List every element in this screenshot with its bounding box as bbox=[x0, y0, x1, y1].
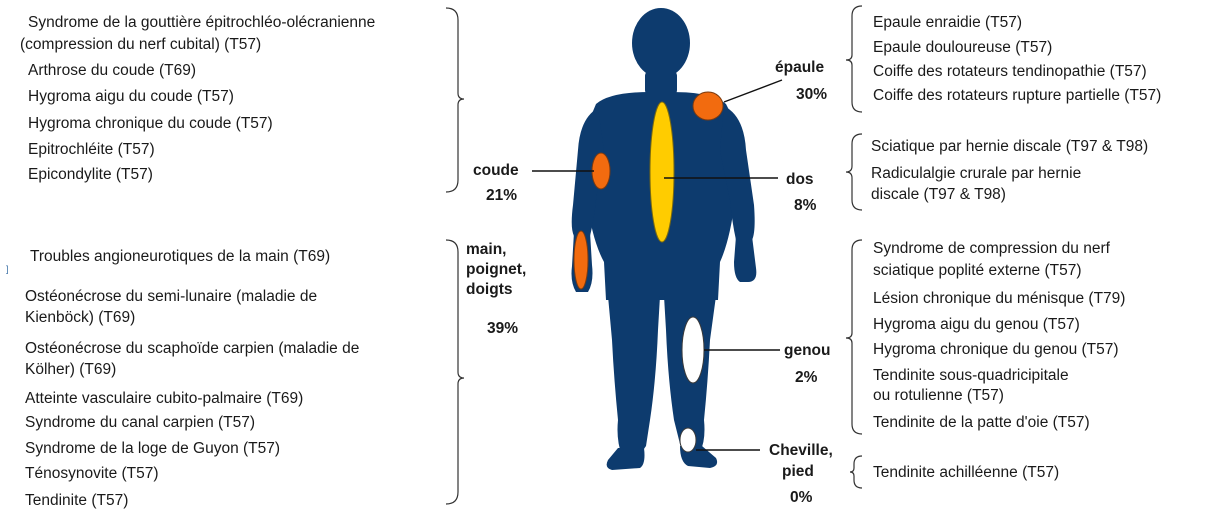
dos-percentage: 8% bbox=[794, 197, 816, 215]
dos-item: Sciatique par hernie discale (T97 & T98) bbox=[871, 137, 1148, 156]
cheville-label-line: pied bbox=[782, 462, 814, 482]
hand-marker bbox=[574, 231, 588, 289]
coude-item: Epitrochléite (T57) bbox=[28, 140, 155, 159]
shoulder-marker bbox=[693, 92, 723, 120]
coude-item: Epicondylite (T57) bbox=[28, 165, 153, 184]
genou-item: Tendinite sous-quadricipitale bbox=[873, 366, 1069, 385]
main-item: Ténosynovite (T57) bbox=[25, 464, 159, 483]
main-label-line: main, bbox=[466, 240, 506, 260]
main-item: Syndrome du canal carpien (T57) bbox=[25, 413, 255, 432]
main-label-line: doigts bbox=[466, 280, 513, 300]
margin-bracket-icon: ] bbox=[6, 264, 9, 274]
epaule-label: épaule bbox=[775, 58, 824, 78]
genou-label: genou bbox=[784, 341, 831, 361]
main-percentage: 39% bbox=[487, 320, 518, 338]
main-item: Kienböck) (T69) bbox=[25, 308, 135, 327]
cheville-label-line: Cheville, bbox=[769, 441, 833, 461]
ankle-marker bbox=[680, 428, 696, 452]
epaule-percentage: 30% bbox=[796, 86, 827, 104]
main-item: Syndrome de la loge de Guyon (T57) bbox=[25, 439, 280, 458]
coude-item: Syndrome de la gouttière épitrochléo-olé… bbox=[28, 13, 375, 32]
main-item: Ostéonécrose du scaphoïde carpien (malad… bbox=[25, 339, 359, 358]
genou-item: Lésion chronique du ménisque (T79) bbox=[873, 289, 1125, 308]
genou-item: Hygroma chronique du genou (T57) bbox=[873, 340, 1119, 359]
genou-item: sciatique poplité externe (T57) bbox=[873, 261, 1082, 280]
epaule-item: Coiffe des rotateurs rupture partielle (… bbox=[873, 86, 1161, 105]
cheville-percentage: 0% bbox=[790, 489, 812, 507]
genou-item: Tendinite de la patte d'oie (T57) bbox=[873, 413, 1090, 432]
genou-item: Hygroma aigu du genou (T57) bbox=[873, 315, 1080, 334]
back-marker bbox=[650, 102, 674, 242]
genou-item: ou rotulienne (T57) bbox=[873, 386, 1004, 405]
knee-marker bbox=[682, 317, 704, 383]
cheville-item: Tendinite achilléenne (T57) bbox=[873, 463, 1059, 482]
coude-percentage: 21% bbox=[486, 187, 517, 205]
dos-item: Radiculalgie crurale par hernie bbox=[871, 164, 1081, 183]
epaule-item: Epaule enraidie (T57) bbox=[873, 13, 1022, 32]
coude-item: Hygroma chronique du coude (T57) bbox=[28, 114, 273, 133]
coude-item: Hygroma aigu du coude (T57) bbox=[28, 87, 234, 106]
genou-percentage: 2% bbox=[795, 369, 817, 387]
main-item: Kölher) (T69) bbox=[25, 360, 116, 379]
coude-item: Arthrose du coude (T69) bbox=[28, 61, 196, 80]
main-item: Atteinte vasculaire cubito-palmaire (T69… bbox=[25, 389, 303, 408]
main-item: Troubles angioneurotiques de la main (T6… bbox=[30, 247, 330, 266]
coude-label: coude bbox=[473, 161, 519, 181]
dos-item: discale (T97 & T98) bbox=[871, 185, 1006, 204]
main-item: Tendinite (T57) bbox=[25, 491, 128, 510]
epaule-item: Epaule douloureuse (T57) bbox=[873, 38, 1052, 57]
dos-label: dos bbox=[786, 170, 814, 190]
epaule-item: Coiffe des rotateurs tendinopathie (T57) bbox=[873, 62, 1147, 81]
main-item: Ostéonécrose du semi-lunaire (maladie de bbox=[25, 287, 317, 306]
main-label-line: poignet, bbox=[466, 260, 526, 280]
genou-item: Syndrome de compression du nerf bbox=[873, 239, 1110, 258]
elbow-marker bbox=[592, 153, 610, 189]
coude-item: (compression du nerf cubital) (T57) bbox=[20, 35, 261, 54]
